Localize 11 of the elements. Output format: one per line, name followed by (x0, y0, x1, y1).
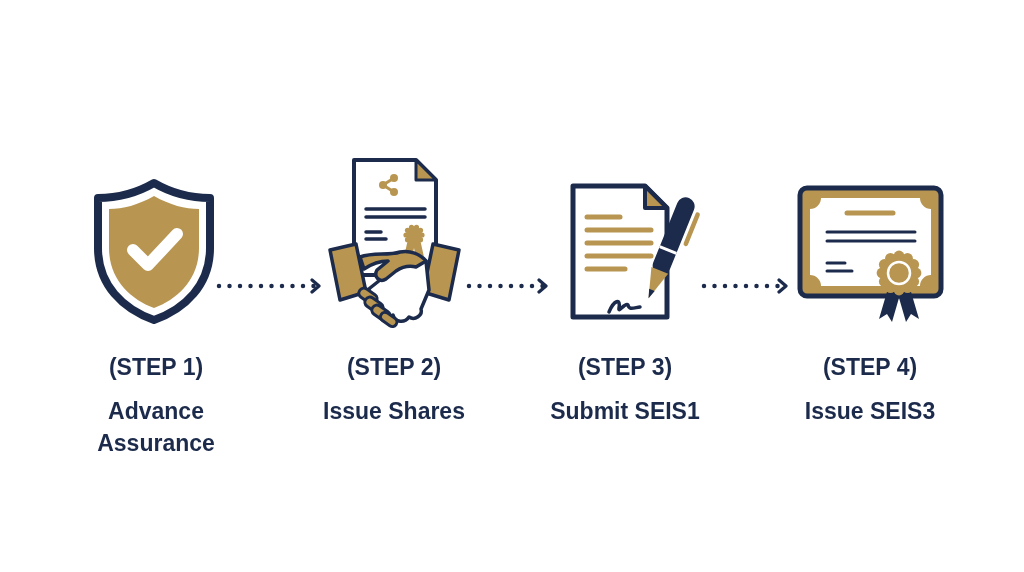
step-number: (STEP 1) (108, 353, 204, 382)
step-title: Issue Shares (323, 397, 465, 426)
step-title: Advance Assurance (96, 397, 216, 458)
dotted-arrow (466, 278, 549, 294)
step-title: Issue SEIS3 (804, 397, 936, 426)
step-number: (STEP 2) (346, 353, 442, 382)
step-title: Submit SEIS1 (550, 397, 700, 426)
dotted-arrow (701, 278, 789, 294)
dotted-arrow (216, 278, 322, 294)
step-number: (STEP 3) (577, 353, 673, 382)
step-number: (STEP 4) (822, 353, 918, 382)
